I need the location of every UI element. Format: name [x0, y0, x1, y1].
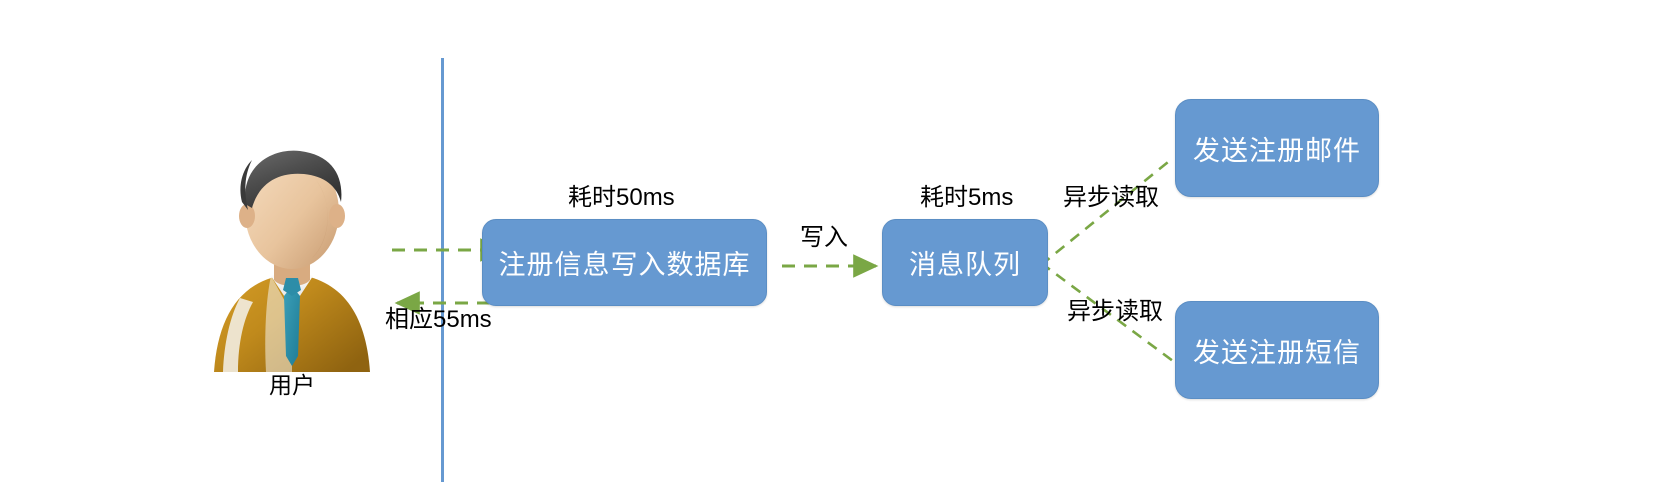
box-db-write[interactable]: 注册信息写入数据库	[482, 219, 767, 306]
arrow-mq-to-mail	[1040, 156, 1174, 267]
box-message-queue-label: 消息队列	[909, 250, 1021, 280]
user-caption: 用户	[269, 372, 315, 398]
system-boundary-line	[441, 58, 444, 482]
box-message-queue[interactable]: 消息队列	[882, 219, 1048, 306]
label-async-read-bottom: 异步读取	[1067, 298, 1163, 325]
label-async-read-top: 异步读取	[1063, 184, 1159, 211]
label-cost-db: 耗时50ms	[568, 184, 675, 211]
box-send-sms[interactable]: 发送注册短信	[1175, 301, 1379, 399]
label-write: 写入	[800, 224, 848, 251]
box-send-mail-label: 发送注册邮件	[1193, 135, 1361, 166]
label-cost-mq: 耗时5ms	[920, 184, 1014, 211]
user-avatar-icon	[208, 146, 376, 374]
label-response-time: 相应55ms	[385, 306, 492, 333]
box-send-mail[interactable]: 发送注册邮件	[1175, 99, 1379, 197]
avatar-svg	[214, 150, 370, 372]
box-send-sms-label: 发送注册短信	[1193, 337, 1361, 368]
box-db-write-label: 注册信息写入数据库	[498, 250, 751, 280]
